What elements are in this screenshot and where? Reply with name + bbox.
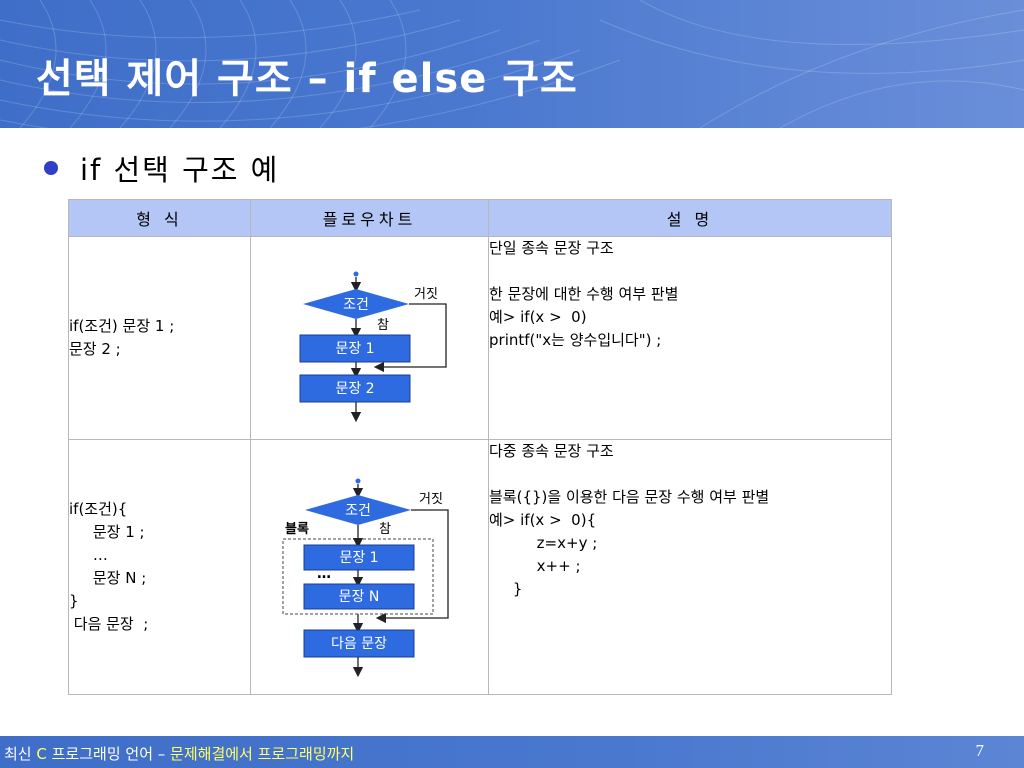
page-number: 7 bbox=[975, 741, 985, 760]
header-decoration bbox=[0, 0, 1024, 128]
table-header-row: 형 식 플로우차트 설 명 bbox=[68, 199, 892, 237]
start-node bbox=[355, 478, 361, 484]
slide-subtitle: if 선택 구조 예 bbox=[80, 153, 280, 187]
description-cell: 단일 종속 문장 구조 한 문장에 대한 수행 여부 판별 예> if(x > … bbox=[488, 236, 892, 440]
false-label: 거짓 bbox=[419, 492, 443, 507]
flowchart-cell: 조건 거짓 참 문장 1 문장 2 bbox=[250, 236, 489, 440]
statementN-box bbox=[303, 583, 415, 610]
description-title: 단일 종속 문장 구조 bbox=[489, 239, 614, 257]
false-branch-line bbox=[375, 509, 449, 624]
start-node bbox=[353, 271, 359, 277]
table-row: if(조건) 문장 1 ; 문장 2 ; 조건 거짓 참 bbox=[68, 236, 892, 440]
slide-footer: 최신 C 프로그래밍 언어 – 문제해결에서 프로그래밍까지 7 bbox=[0, 736, 1024, 768]
statement1-label: 문장 1 bbox=[339, 550, 378, 566]
footer-text: 최신 C 프로그래밍 언어 – 문제해결에서 프로그래밍까지 bbox=[4, 743, 354, 764]
condition-diamond bbox=[303, 289, 409, 319]
slide-title: 선택 제어 구조 – if else 구조 bbox=[36, 56, 578, 102]
subtitle-row: if 선택 구조 예 bbox=[44, 148, 279, 188]
flowchart-cell: 조건 거짓 블록 참 문장 1 … 문장 N 다음 문장 bbox=[250, 439, 489, 695]
statement2-box bbox=[299, 374, 411, 403]
footer-middle: 프로그래밍 언어 – bbox=[46, 745, 171, 763]
table-row: if(조건){ 문장 1 ; … 문장 N ; } 다음 문장 ; 조건 bbox=[68, 439, 892, 695]
form-code: if(조건) 문장 1 ; 문장 2 ; bbox=[69, 317, 175, 358]
statement1-box bbox=[303, 544, 415, 571]
description-body: 한 문장에 대한 수행 여부 판별 bbox=[489, 285, 679, 303]
condition-diamond bbox=[305, 495, 411, 525]
condition-label: 조건 bbox=[343, 297, 369, 313]
footer-tagline: 문제해결에서 프로그래밍까지 bbox=[170, 745, 355, 763]
statement1-label: 문장 1 bbox=[335, 341, 374, 357]
slide-header: 선택 제어 구조 – if else 구조 bbox=[0, 0, 1024, 128]
footer-prefix: 최신 bbox=[4, 745, 37, 763]
true-label: 참 bbox=[379, 522, 391, 537]
block-if-flowchart: 조건 거짓 블록 참 문장 1 … 문장 N 다음 문장 bbox=[282, 478, 449, 678]
statement1-box bbox=[299, 334, 411, 363]
single-if-flowchart: 조건 거짓 참 문장 1 문장 2 bbox=[299, 271, 447, 423]
false-branch-line bbox=[373, 303, 447, 373]
description-body: 블록({})을 이용한 다음 문장 수행 여부 판별 bbox=[489, 488, 770, 506]
footer-c: C bbox=[36, 745, 47, 763]
description-title: 다중 종속 문장 구조 bbox=[489, 442, 614, 460]
description-code: 예> if(x > 0){ z=x+y ; x++ ; } bbox=[489, 511, 598, 598]
header-flowchart: 플로우차트 bbox=[250, 199, 489, 237]
form-code: if(조건){ 문장 1 ; … 문장 N ; } 다음 문장 ; bbox=[69, 500, 149, 633]
next-statement-label: 다음 문장 bbox=[331, 636, 387, 652]
block-label: 블록 bbox=[285, 522, 309, 537]
ellipsis-label: … bbox=[317, 566, 331, 582]
header-form: 형 식 bbox=[68, 199, 251, 237]
form-cell: if(조건){ 문장 1 ; … 문장 N ; } 다음 문장 ; bbox=[68, 439, 251, 695]
header-description: 설 명 bbox=[488, 199, 892, 237]
description-code: 예> if(x > 0) printf("x는 양수입니다") ; bbox=[489, 308, 662, 349]
statementN-label: 문장 N bbox=[339, 589, 380, 605]
next-statement-box bbox=[303, 629, 415, 658]
true-label: 참 bbox=[377, 318, 389, 333]
form-cell: if(조건) 문장 1 ; 문장 2 ; bbox=[68, 236, 251, 440]
bullet-icon bbox=[44, 161, 58, 175]
false-label: 거짓 bbox=[414, 287, 438, 302]
statement2-label: 문장 2 bbox=[335, 381, 374, 397]
condition-label: 조건 bbox=[345, 503, 371, 519]
if-structure-table: 형 식 플로우차트 설 명 if(조건) 문장 1 ; 문장 2 ; bbox=[68, 199, 892, 695]
description-cell: 다중 종속 문장 구조 블록({})을 이용한 다음 문장 수행 여부 판별 예… bbox=[488, 439, 892, 695]
